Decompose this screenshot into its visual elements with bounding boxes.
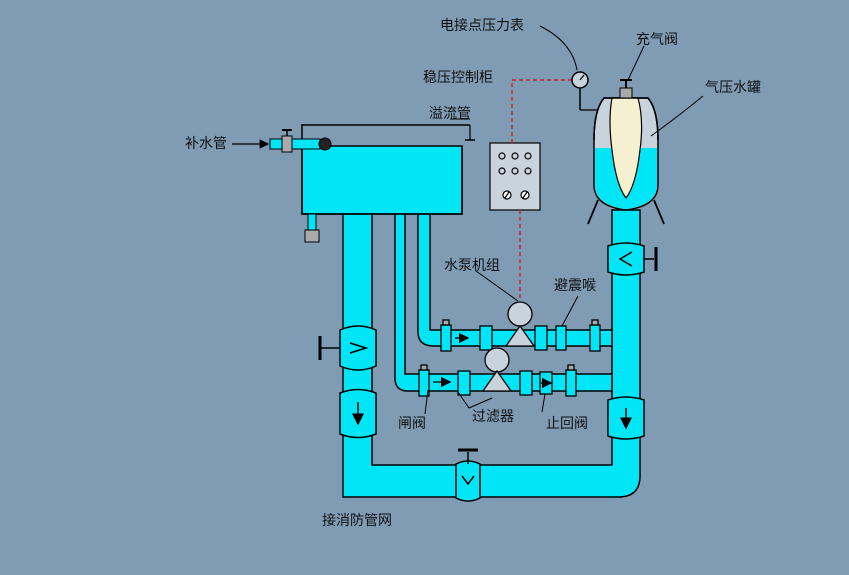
control-cabinet bbox=[489, 142, 541, 211]
water-tank-body bbox=[301, 145, 463, 215]
label-pressure-gauge: 电接点压力表 bbox=[440, 17, 524, 34]
label-charge-valve: 充气阀 bbox=[636, 32, 678, 48]
outlet-gate-valve bbox=[455, 460, 481, 502]
label-control-cabinet: 稳压控制柜 bbox=[423, 70, 493, 86]
charge-valve-icon bbox=[619, 87, 633, 99]
overflow-marker bbox=[465, 125, 475, 141]
lower-pump bbox=[484, 347, 510, 373]
label-fire-network: 接消防管网 bbox=[322, 512, 392, 529]
label-check-valve: 止回阀 bbox=[546, 416, 588, 432]
pressure-tank bbox=[571, 71, 665, 247]
water-tank bbox=[301, 124, 463, 243]
control-cabinet-box bbox=[489, 142, 541, 211]
riser-valve bbox=[607, 242, 645, 276]
label-pressure-tank: 气压水罐 bbox=[705, 80, 761, 96]
label-strainer: 过滤器 bbox=[472, 409, 514, 425]
makeup-water-line bbox=[232, 124, 470, 153]
leader-lines bbox=[424, 25, 704, 415]
valve-fittings bbox=[318, 242, 658, 502]
label-gate-valve: 闸阀 bbox=[398, 416, 426, 432]
water-tank-walls bbox=[301, 124, 463, 215]
makeup-valve bbox=[281, 135, 293, 153]
label-anti-vibration-joint: 避震喉 bbox=[554, 278, 596, 294]
makeup-pipe bbox=[269, 138, 321, 150]
label-makeup-pipe: 补水管 bbox=[185, 136, 227, 152]
drain-valve bbox=[304, 229, 320, 243]
label-overflow-pipe: 溢流管 bbox=[429, 106, 471, 122]
control-signal-lines bbox=[511, 79, 573, 300]
lower-pump-line bbox=[418, 347, 577, 397]
main-downcomer-pipe bbox=[342, 211, 641, 498]
label-pump-unit: 水泵机组 bbox=[444, 258, 500, 274]
upper-pump bbox=[507, 301, 533, 327]
float-ball bbox=[318, 137, 332, 151]
upper-pump-line bbox=[440, 301, 601, 352]
downcomer-valve bbox=[339, 325, 377, 371]
drain-pipe bbox=[307, 213, 317, 233]
